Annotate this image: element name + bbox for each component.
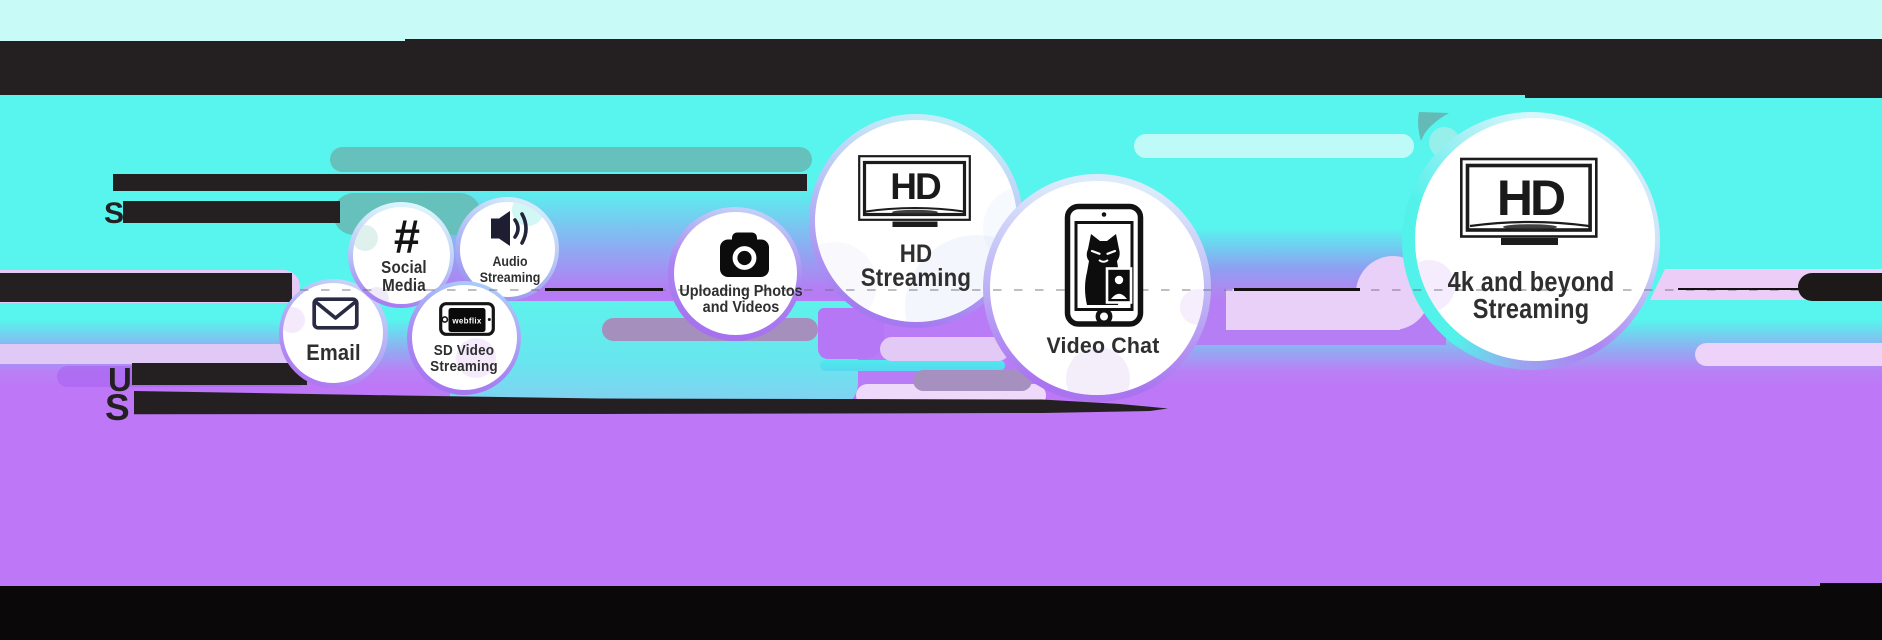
envelope-icon <box>312 297 359 330</box>
teal-pill-1 <box>330 147 812 172</box>
bubble-label-line1: Social <box>381 257 427 277</box>
bubble-label-line2: Streaming <box>1472 292 1590 324</box>
camera-icon <box>719 232 769 277</box>
bottom-black-band <box>0 586 1882 640</box>
redacted-letter-top: S <box>104 197 125 230</box>
bubble-video-chat: Video Chat <box>983 174 1211 402</box>
top-band-notch-right-top <box>405 39 1882 41</box>
bubble-highlight <box>1066 347 1130 395</box>
timeline-end-pill <box>1798 273 1882 301</box>
top-black-band <box>0 41 1882 95</box>
bubble-label-line2: and Videos <box>702 299 780 317</box>
timeline-segment-2 <box>1234 288 1360 291</box>
webflix-brand-text: webflix <box>451 317 481 326</box>
bubble-highlight <box>352 224 378 251</box>
timeline-segment-1 <box>545 287 663 291</box>
video-chat-phone-icon <box>1064 203 1144 327</box>
bubble-label-line1: 4k and beyond <box>1447 265 1615 297</box>
cyan-tail-pill <box>820 359 1005 371</box>
tv-screen-text: HD <box>890 166 941 207</box>
bubble-highlight <box>364 286 389 304</box>
redaction-bar-left <box>0 273 292 302</box>
hashtag-icon: # <box>393 209 421 263</box>
bubble-label-line1: Uploading Photos <box>679 282 803 300</box>
bubble-label-line2: Streaming <box>430 358 498 376</box>
bottom-band-notch <box>1820 583 1882 587</box>
bubble-email: Email <box>278 278 388 388</box>
teal-leaf-shape <box>1418 112 1449 141</box>
bubble-label: Video Chat <box>1046 333 1160 359</box>
timeline-segment-3 <box>1678 287 1800 290</box>
light-cyan-pill <box>1134 134 1414 158</box>
lavender-pill-far-left <box>0 344 330 364</box>
hd-tv-icon: HD <box>858 155 971 227</box>
lavender-pill-1 <box>880 337 1010 361</box>
bubble-label-line2: Streaming <box>860 263 972 292</box>
redacted-letter-u: U <box>108 361 132 398</box>
bubble-label-line1: SD Video <box>433 342 495 360</box>
grey-purple-pill-2 <box>913 370 1032 391</box>
webflix-phone-icon: webflix <box>438 302 495 336</box>
top-band-notch-right-bottom <box>1525 95 1882 98</box>
speaker-icon <box>490 210 528 246</box>
bubble-label-line2: Media <box>382 274 426 295</box>
bubble-highlight <box>283 307 305 333</box>
bubble-label: Email <box>305 340 361 366</box>
hd-tv-icon: HD <box>1459 157 1598 245</box>
bubble-highlight <box>455 338 496 378</box>
bubble-label-line2: Streaming <box>479 269 541 286</box>
self-view-window <box>1105 267 1133 304</box>
tv-screen-text: HD <box>1496 170 1564 226</box>
redaction-bar-bottom-line1 <box>132 363 307 385</box>
redacted-letter-s: S <box>105 387 130 428</box>
bubble-highlight <box>1180 289 1204 325</box>
bubble-label-line1: Audio <box>492 253 528 270</box>
bubble-label-line1: HD <box>899 239 933 268</box>
redaction-bar-bottom-line2 <box>134 391 1168 415</box>
redaction-bar-top-line1 <box>113 174 807 191</box>
bubble-highlight <box>1415 260 1455 312</box>
lavender-pill-right3 <box>1695 343 1882 366</box>
redaction-bar-top-line2 <box>123 201 340 223</box>
pale-top-strip <box>0 0 1882 41</box>
